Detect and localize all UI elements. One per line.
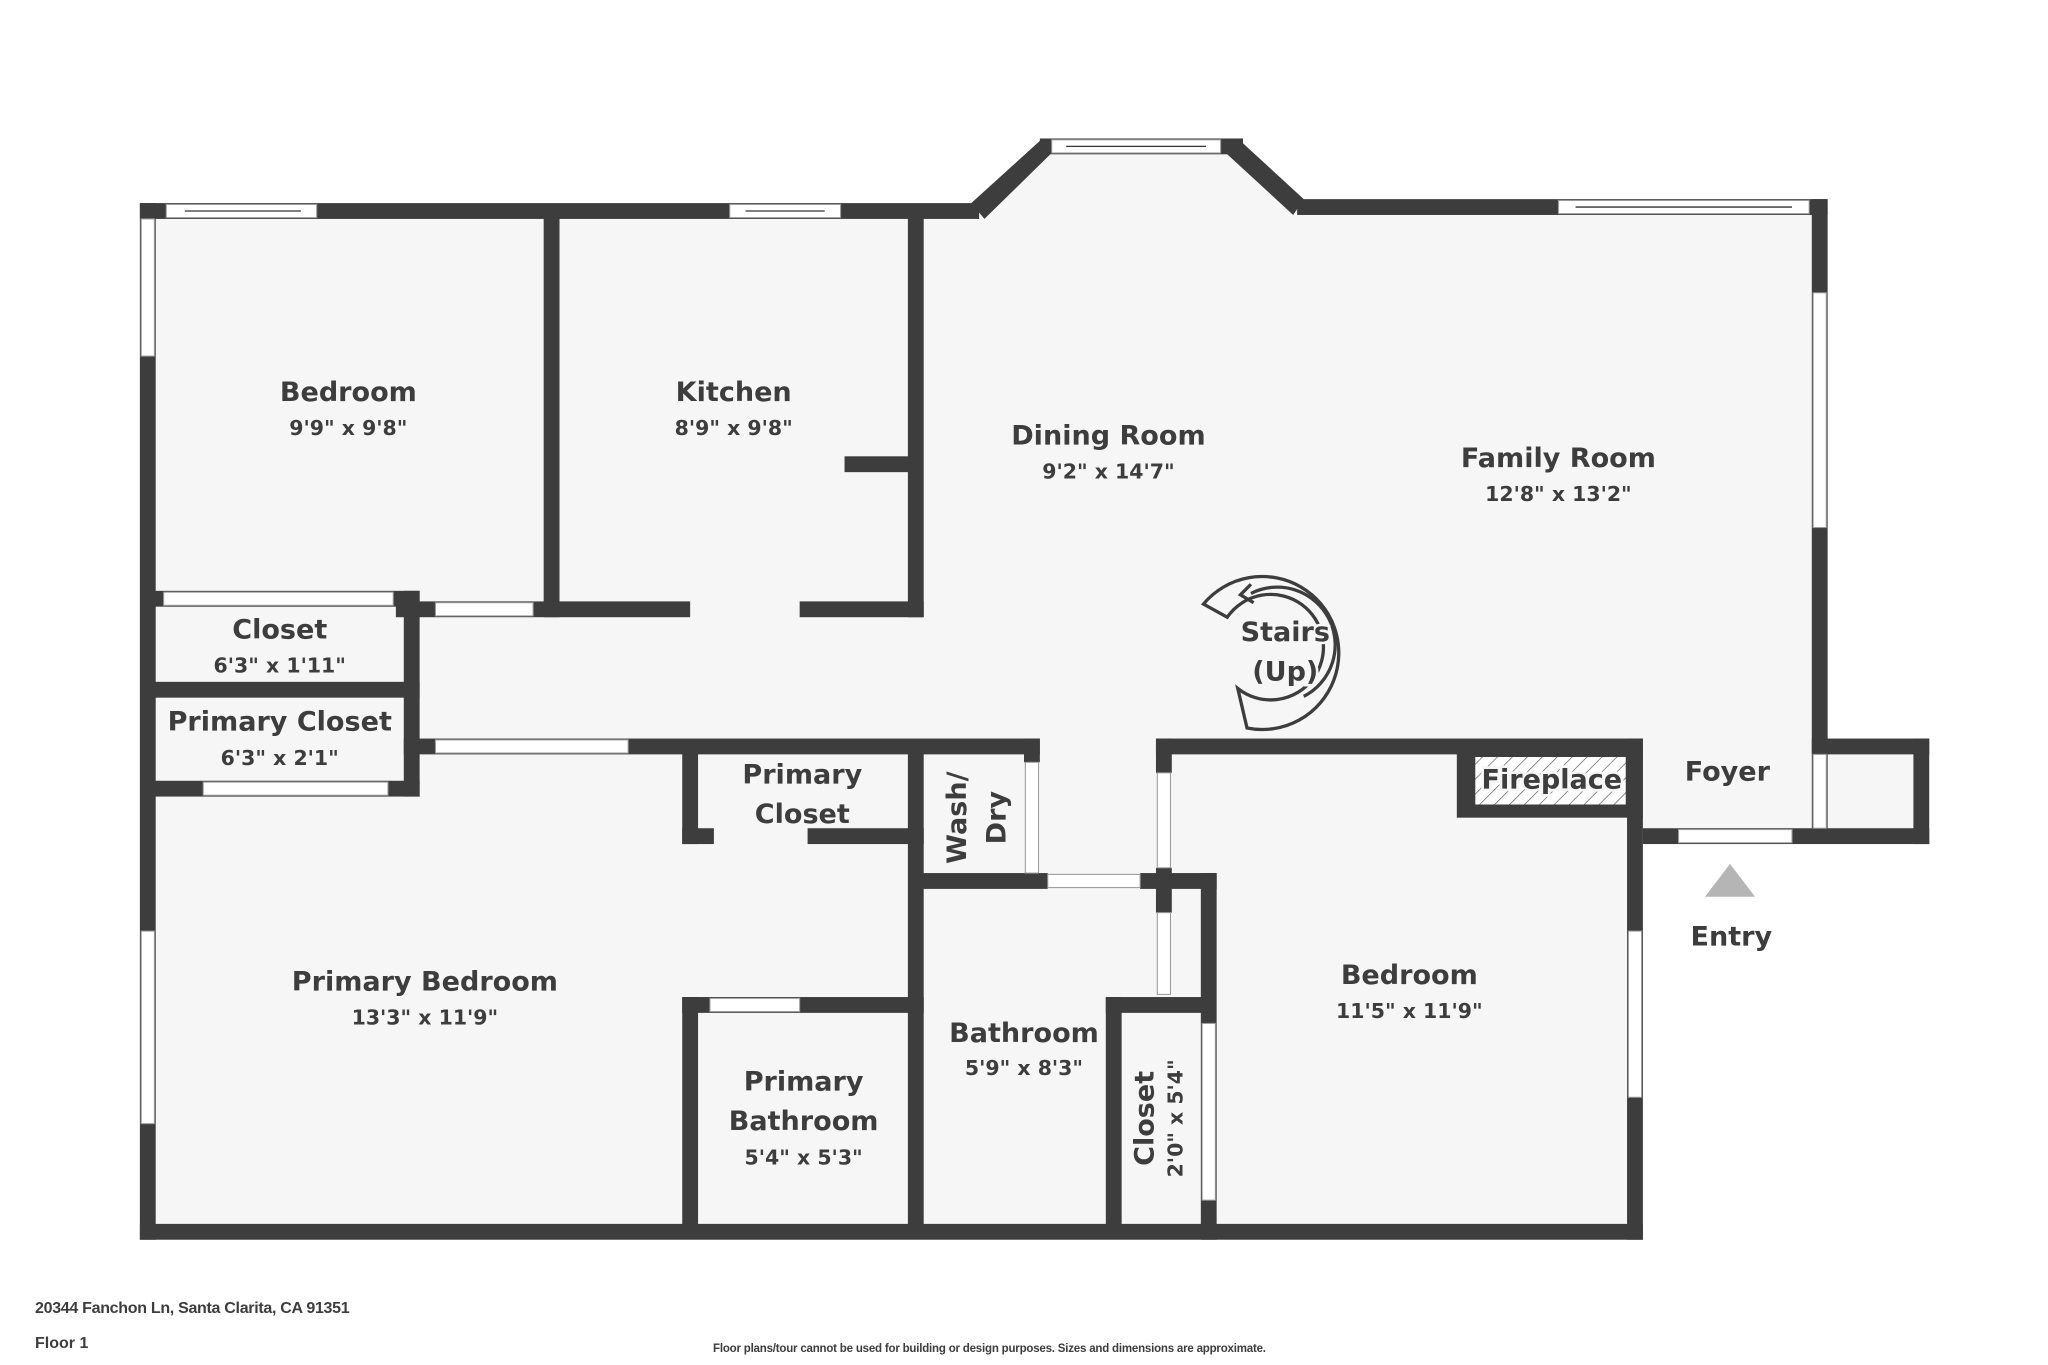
- svg-text:13'3" x 11'9": 13'3" x 11'9": [352, 1006, 499, 1030]
- svg-text:Closet: Closet: [232, 614, 327, 645]
- svg-text:Primary: Primary: [742, 759, 862, 790]
- svg-text:(Up): (Up): [1252, 657, 1318, 688]
- svg-text:6'3" x 2'1": 6'3" x 2'1": [221, 746, 339, 770]
- svg-text:11'5" x 11'9": 11'5" x 11'9": [1336, 999, 1483, 1023]
- svg-text:Kitchen: Kitchen: [676, 377, 792, 408]
- room-label-primary-closet-2: Primary Closet: [740, 757, 865, 833]
- room-label-fireplace: Fireplace: [1479, 762, 1625, 798]
- room-label-bedroom-1: Bedroom 9'9" x 9'8": [277, 374, 419, 442]
- svg-text:Bathroom: Bathroom: [729, 1106, 879, 1137]
- svg-text:Family Room: Family Room: [1461, 443, 1656, 474]
- room-label-primary-closet-1: Primary Closet 6'3" x 2'1": [165, 704, 395, 772]
- room-label-family-room: Family Room 12'8" x 13'2": [1458, 440, 1658, 508]
- svg-text:Fireplace: Fireplace: [1482, 765, 1623, 796]
- svg-text:Dry: Dry: [982, 791, 1013, 845]
- room-label-primary-bathroom: Primary Bathroom 5'4" x 5'3": [726, 1064, 881, 1171]
- svg-text:5'9" x 8'3": 5'9" x 8'3": [965, 1056, 1083, 1080]
- room-label-wash-dry: Wash/ Dry: [939, 769, 1015, 867]
- stairs-symbol: [1200, 574, 1341, 732]
- svg-text:9'2" x 14'7": 9'2" x 14'7": [1042, 460, 1174, 484]
- svg-text:Closet: Closet: [755, 799, 850, 830]
- floor-label: Floor 1: [35, 1335, 89, 1352]
- door-openings: [163, 591, 1827, 1201]
- svg-text:Primary Bedroom: Primary Bedroom: [292, 966, 558, 997]
- svg-text:6'3" x 1'11": 6'3" x 1'11": [214, 654, 346, 678]
- svg-text:8'9" x 9'8": 8'9" x 9'8": [675, 416, 793, 440]
- room-label-closet-1: Closet 6'3" x 1'11": [212, 612, 348, 680]
- room-label-kitchen: Kitchen 8'9" x 9'8": [673, 374, 795, 442]
- entry-arrow-icon: [1704, 863, 1756, 897]
- room-label-dining-room: Dining Room 9'2" x 14'7": [1009, 418, 1209, 486]
- disclaimer-text: Floor plans/tour cannot be used for buil…: [713, 1343, 1266, 1355]
- svg-text:Bedroom: Bedroom: [1341, 960, 1478, 991]
- svg-text:12'8" x 13'2": 12'8" x 13'2": [1485, 482, 1632, 506]
- svg-text:Foyer: Foyer: [1685, 757, 1771, 788]
- room-label-closet-2: Closet 2'0" x 5'4": [1127, 1057, 1190, 1179]
- room-label-foyer: Foyer: [1682, 754, 1773, 790]
- room-label-bedroom-2: Bedroom 11'5" x 11'9": [1334, 957, 1485, 1025]
- svg-text:Primary: Primary: [744, 1067, 864, 1098]
- property-address: 20344 Fanchon Ln, Santa Clarita, CA 9135…: [35, 1300, 350, 1317]
- svg-text:Bathroom: Bathroom: [949, 1018, 1099, 1049]
- svg-text:Stairs: Stairs: [1241, 617, 1330, 648]
- svg-text:Bedroom: Bedroom: [280, 377, 417, 408]
- fireplace-hatch: [1475, 757, 1626, 805]
- svg-text:2'0" x 5'4": 2'0" x 5'4": [1163, 1059, 1187, 1177]
- svg-text:Dining Room: Dining Room: [1011, 420, 1205, 451]
- svg-text:5'4" x 5'3": 5'4" x 5'3": [745, 1146, 863, 1170]
- floor-area: [147, 146, 1922, 1232]
- entry-label: Entry: [1690, 922, 1772, 953]
- svg-text:9'9" x 9'8": 9'9" x 9'8": [289, 416, 407, 440]
- room-label-bathroom: Bathroom 5'9" x 8'3": [947, 1015, 1102, 1082]
- svg-text:Closet: Closet: [1129, 1071, 1160, 1166]
- svg-text:Wash/: Wash/: [942, 771, 973, 863]
- svg-text:Primary Closet: Primary Closet: [168, 707, 392, 738]
- windows: [140, 139, 1827, 1125]
- room-label-primary-bedroom: Primary Bedroom 13'3" x 11'9": [289, 964, 560, 1032]
- stairs-label: Stairs (Up): [1238, 614, 1333, 690]
